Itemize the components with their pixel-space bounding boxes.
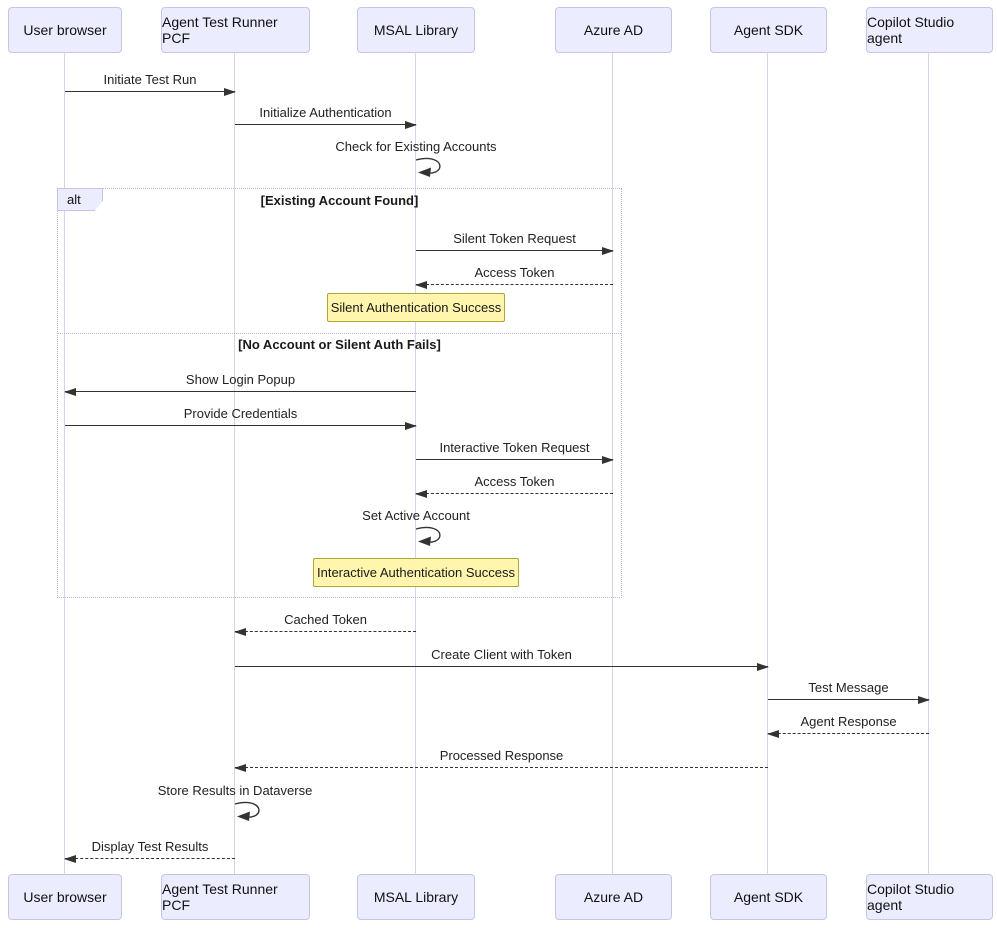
- arrowhead-right-icon: [918, 696, 930, 704]
- arrowhead-right-icon: [602, 247, 614, 255]
- actor-bottom-msal-library: MSAL Library: [357, 874, 475, 920]
- arrowhead-left-icon: [234, 764, 246, 772]
- note-silent-auth-success: Silent Authentication Success: [327, 293, 505, 322]
- lifeline-msal-library: [415, 53, 416, 874]
- actor-top-agent-test-runner-pcf: Agent Test Runner PCF: [161, 7, 310, 53]
- actor-top-azure-ad: Azure AD: [555, 7, 672, 53]
- actor-top-agent-sdk: Agent SDK: [710, 7, 827, 53]
- actor-top-user-browser: User browser: [8, 7, 122, 53]
- lifeline-copilot-studio-agent: [928, 53, 929, 874]
- arrowhead-right-icon: [405, 121, 417, 129]
- arrowhead-right-icon: [757, 663, 769, 671]
- alt-condition-no-account: [No Account or Silent Auth Fails]: [238, 337, 441, 352]
- alt-condition-existing-account: [Existing Account Found]: [260, 193, 419, 208]
- alt-frame: alt [Existing Account Found] [No Account…: [57, 188, 622, 598]
- actor-bottom-user-browser: User browser: [8, 874, 122, 920]
- actor-bottom-copilot-studio-agent: Copilot Studio agent: [866, 874, 993, 920]
- arrowhead-left-icon: [767, 730, 779, 738]
- arrowhead-left-icon: [64, 855, 76, 863]
- note-interactive-auth-success: Interactive Authentication Success: [313, 558, 519, 587]
- arrowhead-left-icon: [415, 490, 427, 498]
- self-loop-arrow-icon: [234, 801, 260, 821]
- alt-frame-label: alt: [57, 188, 103, 211]
- self-loop-arrow-icon: [415, 526, 441, 546]
- actor-bottom-azure-ad: Azure AD: [555, 874, 672, 920]
- actor-top-msal-library: MSAL Library: [357, 7, 475, 53]
- lifeline-agent-test-runner-pcf: [234, 53, 235, 874]
- lifeline-agent-sdk: [767, 53, 768, 874]
- lifeline-user-browser: [64, 53, 65, 874]
- alt-else-divider: [58, 333, 621, 334]
- arrowhead-right-icon: [405, 422, 417, 430]
- arrowhead-right-icon: [602, 456, 614, 464]
- actor-bottom-agent-sdk: Agent SDK: [710, 874, 827, 920]
- self-loop-arrow-icon: [415, 157, 441, 177]
- actor-top-copilot-studio-agent: Copilot Studio agent: [866, 7, 993, 53]
- arrowhead-left-icon: [415, 281, 427, 289]
- arrowhead-left-icon: [64, 388, 76, 396]
- arrowhead-right-icon: [224, 88, 236, 96]
- actor-bottom-agent-test-runner-pcf: Agent Test Runner PCF: [161, 874, 310, 920]
- arrowhead-left-icon: [234, 628, 246, 636]
